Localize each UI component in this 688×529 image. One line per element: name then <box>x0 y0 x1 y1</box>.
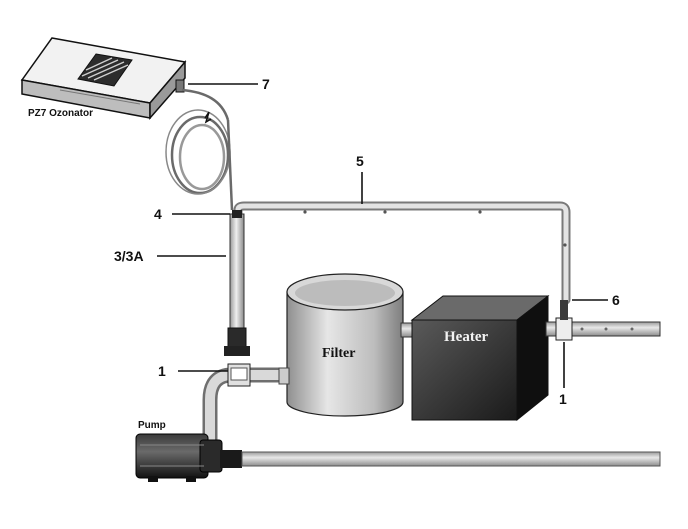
heater-label: Heater <box>444 329 488 345</box>
filter-label: Filter <box>322 346 355 361</box>
injector-tube <box>224 210 250 356</box>
callout-4: 4 <box>154 206 162 222</box>
bottom-pipe <box>241 451 661 467</box>
callout-6: 6 <box>612 292 620 308</box>
callout-5: 5 <box>356 153 364 169</box>
ozonator-unit <box>20 37 187 120</box>
pump-unit <box>135 433 242 482</box>
heater-box <box>410 294 550 422</box>
callout-3-3a: 3/3A <box>114 248 144 264</box>
callout-1-right: 1 <box>559 391 567 407</box>
callout-7: 7 <box>262 76 270 92</box>
filter-canister <box>278 273 404 417</box>
return-pipe <box>545 300 661 341</box>
callout-lines <box>157 83 608 388</box>
pump-label: Pump <box>138 420 166 431</box>
bypass-tube <box>233 201 571 305</box>
coiled-tubing <box>165 88 234 211</box>
callout-1-left: 1 <box>158 363 166 379</box>
ozonator-label: PZ7 Ozonator <box>28 108 93 119</box>
